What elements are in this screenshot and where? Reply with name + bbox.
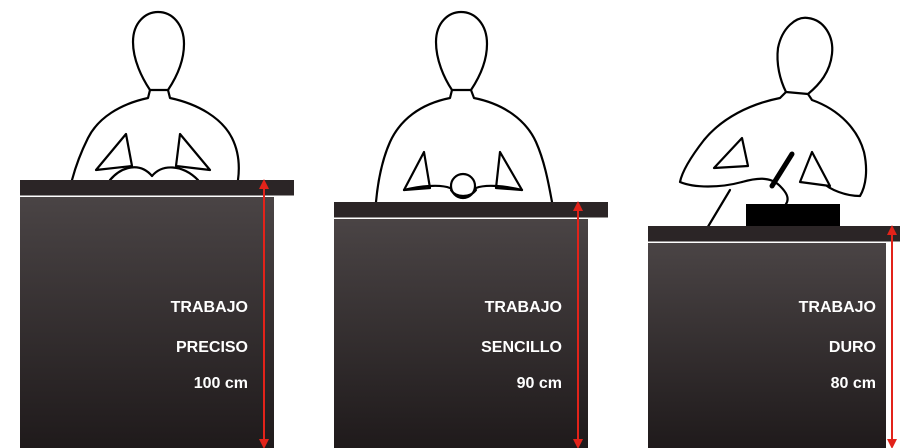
desk-3 [648,226,900,448]
panel-3-line2: DURO [828,339,876,356]
desk-1 [20,180,294,448]
desk-3-body [648,243,886,448]
panel-3-height: 80 cm [830,375,876,392]
desk-1-body [20,197,274,448]
person-3-figure [678,16,868,232]
person-1-figure [70,10,240,182]
panel-1-line2: PRECISO [175,339,248,356]
desk-2-top [334,202,608,218]
panel-2-line2: SENCILLO [481,339,562,356]
desk-2-body [334,219,588,448]
desk-2 [334,202,608,448]
panel-1-line1: TRABAJO [170,299,248,316]
desk-3-top [648,226,900,242]
desk-1-top [20,180,294,196]
panel-2-height: 90 cm [516,375,562,392]
panel-2-line1: TRABAJO [484,299,562,316]
person-2-figure [374,10,554,204]
workpiece-block [746,204,840,228]
panel-3-line1: TRABAJO [798,299,876,316]
panel-1-height: 100 cm [193,375,248,392]
